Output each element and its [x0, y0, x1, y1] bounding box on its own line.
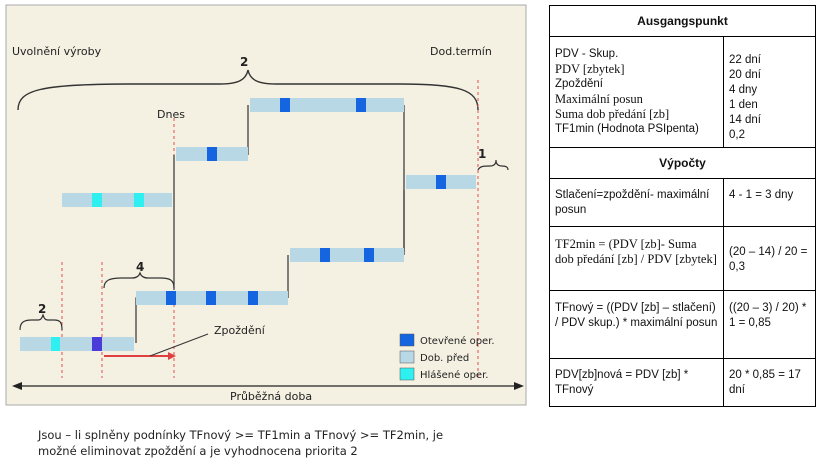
- delay-arrowhead: [168, 352, 176, 360]
- calc-value: (20 – 14) / 20 = 0,3: [723, 226, 816, 291]
- table-header-calc: Výpočty: [549, 147, 816, 179]
- param-value: 22 dní: [729, 54, 761, 66]
- param-label: Maximální posun: [555, 92, 643, 106]
- reported-op: [134, 193, 144, 207]
- calc-label: Stlačení=zpoždění- maximální posun: [549, 178, 724, 227]
- reported-op: [51, 337, 60, 351]
- legend-reported-swatch: [399, 367, 415, 381]
- top-brace: [17, 69, 479, 111]
- open-op: [364, 248, 374, 262]
- legend-transfer-label: Dob. před: [420, 352, 469, 364]
- legend-open-swatch: [399, 333, 415, 347]
- param-value: 14 dní: [729, 114, 761, 126]
- today-label: Dnes: [157, 108, 185, 121]
- caption: Jsou – li splněny podnínky TFnový >= TF1…: [38, 427, 518, 459]
- small-brace: [19, 313, 63, 331]
- right-brace: [477, 159, 509, 171]
- calc-label: PDV[zb]nová = PDV [zb] * TFnový: [549, 358, 724, 407]
- param-value: 20 dní: [729, 69, 761, 81]
- caption-line-1: Jsou – li splněny podnínky TFnový >= TF1…: [38, 428, 444, 442]
- params-labels: PDV - Skup. PDV [zbytek] Zpoždění Maximá…: [549, 36, 724, 148]
- bar-lower-3: [290, 248, 404, 262]
- open-op: [92, 337, 102, 351]
- right-brace-label: 1: [478, 147, 486, 161]
- open-op: [436, 175, 446, 189]
- param-value: 4 dny: [729, 84, 758, 96]
- legend: Otevřené oper. Dob. před Hlášené oper.: [399, 333, 495, 381]
- open-op: [248, 291, 258, 305]
- reported-op: [92, 193, 102, 207]
- open-op: [166, 291, 176, 305]
- param-value: 1 den: [729, 99, 758, 111]
- bar-upper-3: [250, 98, 404, 112]
- open-op: [356, 98, 366, 112]
- calc-value: ((20 – 3) / 20) * 1 = 0,85: [723, 290, 816, 359]
- throughput-arrowhead-left: [12, 382, 22, 390]
- calc-value: 20 * 0,85 = 17 dní: [723, 358, 816, 407]
- open-op: [280, 98, 290, 112]
- table-header-start: Ausgangspunkt: [549, 5, 816, 37]
- top-brace-label: 2: [240, 55, 248, 69]
- delay-pointer: [149, 333, 209, 357]
- calc-label: TF2min = (PDV [zb]- Suma dob předání [zb…: [549, 226, 724, 291]
- param-label: TF1min (Hodnota PSIpenta): [555, 123, 699, 135]
- caption-line-2: možné eliminovat zpoždění a je vyhodnoce…: [38, 444, 358, 458]
- open-op: [206, 291, 216, 305]
- throughput-label: Průběžná doba: [230, 390, 312, 403]
- params-values: 22 dní 20 dní 4 dny 1 den 14 dní 0,2: [723, 36, 816, 148]
- delay-label: Zpoždění: [214, 324, 266, 337]
- legend-open-label: Otevřené oper.: [420, 335, 495, 347]
- param-label: PDV - Skup.: [555, 48, 619, 60]
- mid-brace-label: 4: [136, 260, 144, 274]
- calc-label: TFnový = ((PDV [zb] – stlačení) / PDV sk…: [549, 290, 724, 359]
- throughput-arrowhead-right: [514, 382, 524, 390]
- calc-value: 4 - 1 = 3 dny: [723, 178, 816, 227]
- calculation-table: Ausgangspunkt PDV - Skup. PDV [zbytek] Z…: [549, 5, 816, 407]
- small-brace-label: 2: [38, 302, 46, 316]
- release-label: Uvolnění výroby: [12, 45, 102, 58]
- deadline-label: Dod.termín: [430, 45, 492, 58]
- open-op: [207, 147, 217, 161]
- bars: [20, 98, 476, 351]
- legend-reported-label: Hlášené oper.: [420, 369, 488, 381]
- param-label: Zpoždění: [555, 78, 603, 90]
- legend-transfer-swatch: [399, 350, 415, 364]
- param-value: 0,2: [729, 129, 745, 141]
- mid-brace: [103, 271, 175, 289]
- connector-lower: [173, 155, 405, 298]
- param-label: Suma dob předání [zb]: [555, 107, 670, 121]
- param-label: PDV [zbytek]: [555, 62, 625, 76]
- bar-upper-1: [62, 193, 172, 207]
- open-op: [320, 248, 330, 262]
- bar-lower-1: [20, 337, 134, 351]
- scheduling-diagram: Uvolnění výroby Dod.termín 2 Dnes: [5, 4, 527, 406]
